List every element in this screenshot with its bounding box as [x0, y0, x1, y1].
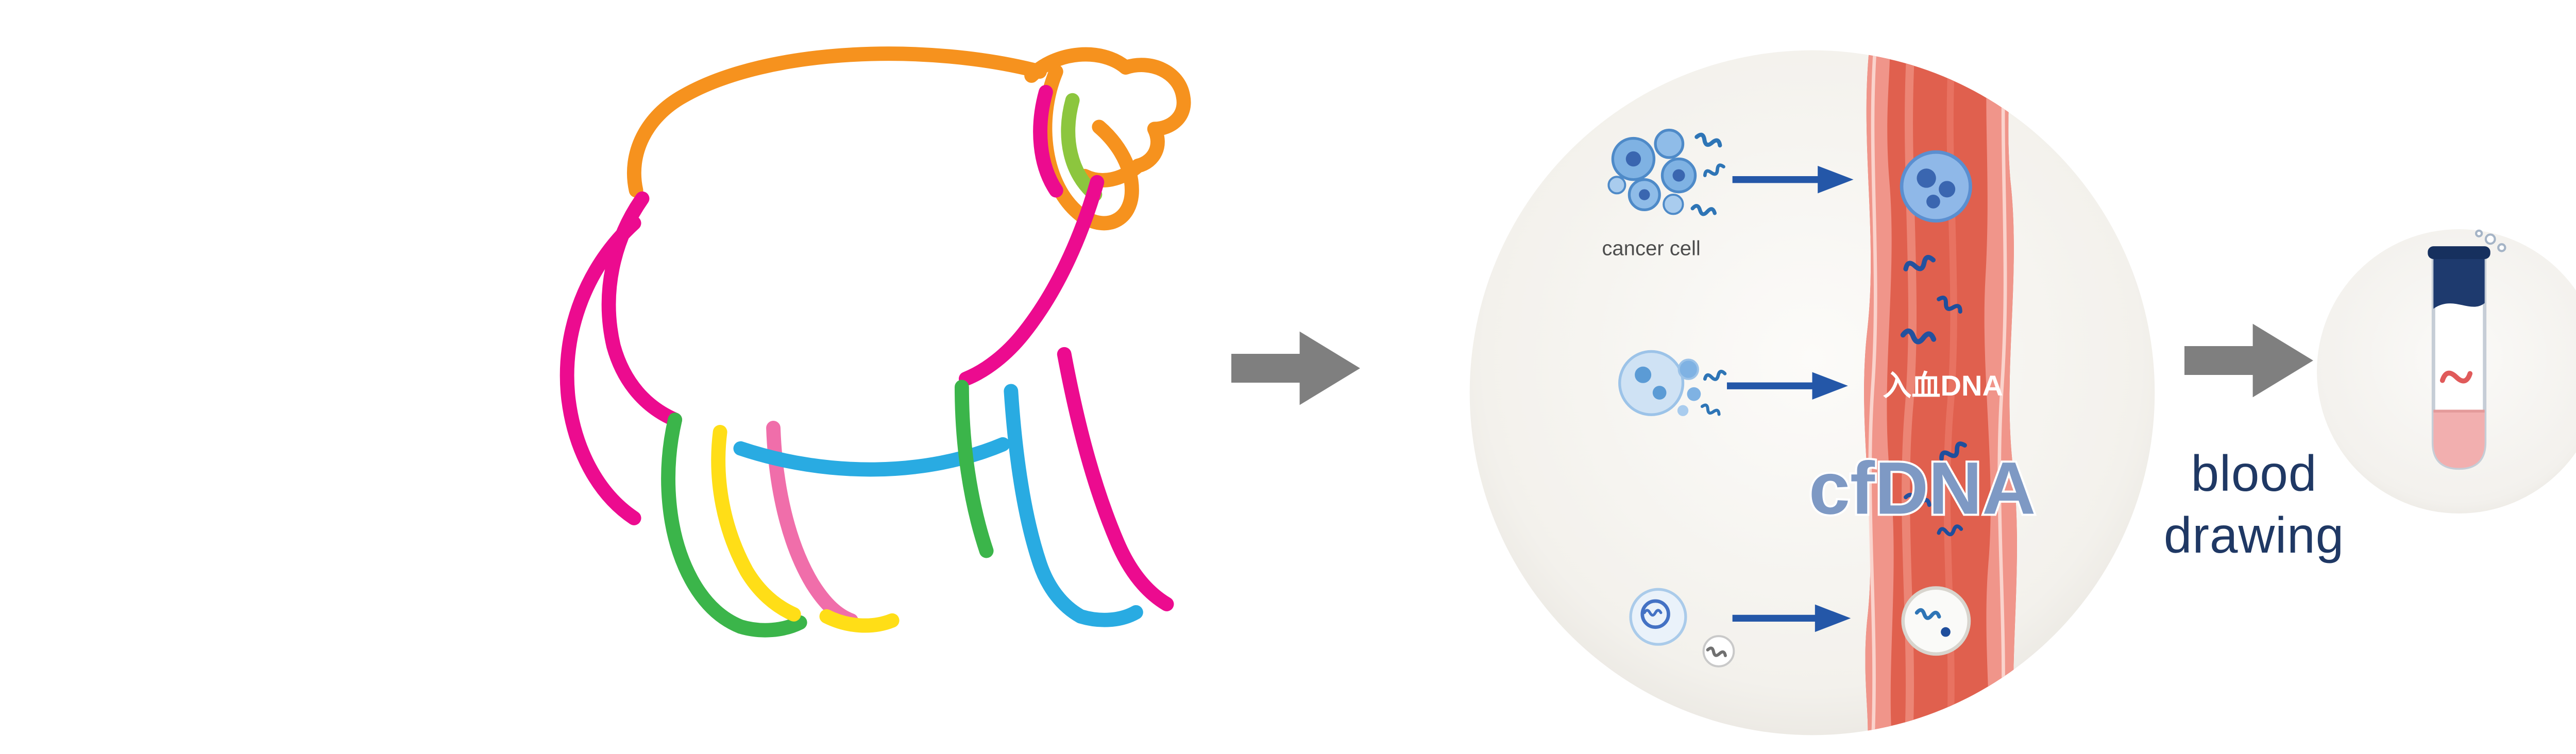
- blood-vessel: [1864, 50, 2017, 735]
- blood-drawing-line2: drawing: [2163, 506, 2345, 563]
- blood-tube: [2428, 229, 2506, 470]
- cfdna-label: cfDNA: [1809, 446, 2036, 529]
- dog-illustration: [560, 46, 1191, 638]
- arrow-right-icon: [1231, 331, 1360, 405]
- into-vessel-arrow-top: [1732, 165, 1854, 194]
- blood-drawing-label: blood drawing: [2138, 443, 2370, 566]
- into-vessel-arrow-middle: [1726, 372, 1848, 400]
- vessel-tumor-cell: [1900, 150, 1972, 223]
- into-vessel-arrows: [1726, 165, 1854, 632]
- bubble-icon: [2475, 229, 2506, 252]
- vessel-vesicle: [1901, 586, 1971, 656]
- tube-dna-fragment-icon: [2439, 370, 2473, 384]
- normal-cell: [1629, 588, 1735, 667]
- vessel-contents: 入血DNA: [1883, 150, 2003, 656]
- arrow-right-icon: [2184, 323, 2313, 398]
- apoptotic-cell: [1618, 350, 1726, 417]
- cancer-cell-cluster: [1607, 128, 1725, 217]
- tube-plasma-layer: [2433, 258, 2485, 309]
- cancer-cell-label: cancer cell: [1602, 237, 1700, 260]
- into-blood-dna-label: 入血DNA: [1883, 369, 2003, 402]
- blood-tube-illustration: [2317, 229, 2576, 513]
- tube-cap: [2428, 246, 2490, 259]
- tube-blood-layer: [2433, 411, 2485, 468]
- into-vessel-arrow-bottom: [1732, 604, 1851, 632]
- cfdna-release-illustration: cancer cell: [1469, 50, 2155, 735]
- blood-drawing-line1: blood: [2191, 445, 2317, 502]
